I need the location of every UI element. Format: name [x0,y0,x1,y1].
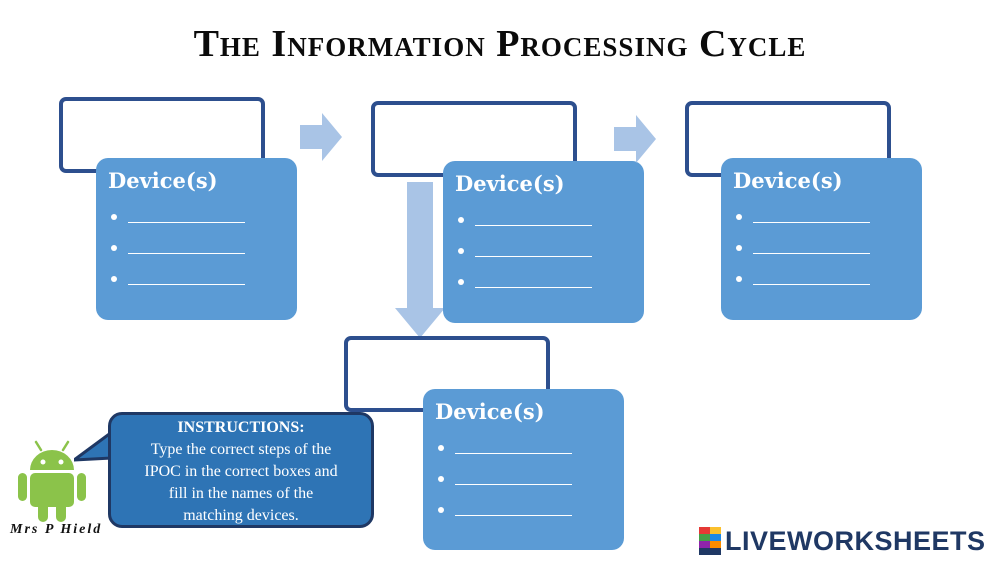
blank-line[interactable] [753,252,870,254]
author-signature: Mrs P Hield [10,522,103,537]
blank-line[interactable] [128,252,245,254]
liveworksheets-logo[interactable]: LIVEWORKSHEETS [699,526,986,556]
right-arrow-icon [614,115,656,163]
device-entry-4-1[interactable] [435,432,612,463]
blank-line[interactable] [475,286,592,288]
device-entry-2-3[interactable] [455,266,632,297]
instructions-heading: INSTRUCTIONS: [177,419,305,436]
blank-line[interactable] [128,221,245,223]
device-entry-2-1[interactable] [455,204,632,235]
bullet-icon [736,213,742,220]
page-title: The Information Processing Cycle [193,23,807,65]
blank-line[interactable] [455,452,572,454]
bullet-icon [438,475,444,482]
liveworksheets-logo-icon [699,527,721,555]
down-arrow-icon [395,182,445,338]
blank-line[interactable] [475,255,592,257]
device-entry-1-1[interactable] [108,201,285,232]
bullet-icon [438,506,444,513]
device-card-title: Device(s) [435,399,545,424]
device-entry-1-2[interactable] [108,232,285,263]
bullet-icon [438,444,444,451]
device-card-title: Device(s) [733,168,843,193]
bullet-icon [458,278,464,285]
bullet-icon [111,213,117,220]
blank-line[interactable] [455,514,572,516]
instructions-line: matching devices. [183,507,299,524]
device-card-3: Device(s) [721,158,922,320]
blank-line[interactable] [455,483,572,485]
device-entry-3-3[interactable] [733,263,910,294]
device-entry-3-1[interactable] [733,201,910,232]
device-card-title: Device(s) [455,171,565,196]
bullet-icon [111,244,117,251]
device-card-title: Device(s) [108,168,218,193]
device-card-4: Device(s) [423,389,624,550]
device-entry-4-2[interactable] [435,463,612,494]
bullet-icon [458,247,464,254]
right-arrow-icon [300,113,342,161]
device-card-2: Device(s) [443,161,644,323]
instructions-line: Type the correct steps of the [150,441,332,458]
bullet-icon [111,275,117,282]
brand-name: LIVEWORKSHEETS [725,526,986,556]
device-entry-4-3[interactable] [435,494,612,525]
blank-line[interactable] [475,224,592,226]
instructions-line: IPOC in the correct boxes and [144,463,338,480]
bullet-icon [458,216,464,223]
device-entry-3-2[interactable] [733,232,910,263]
instructions-bubble: INSTRUCTIONS: Type the correct steps of … [108,412,374,528]
blank-line[interactable] [753,221,870,223]
device-entry-1-3[interactable] [108,263,285,294]
bullet-icon [736,244,742,251]
device-entry-2-2[interactable] [455,235,632,266]
bullet-icon [736,275,742,282]
android-icon [18,440,86,522]
device-card-1: Device(s) [96,158,297,320]
blank-line[interactable] [128,283,245,285]
instructions-line: fill in the names of the [168,485,314,502]
blank-line[interactable] [753,283,870,285]
